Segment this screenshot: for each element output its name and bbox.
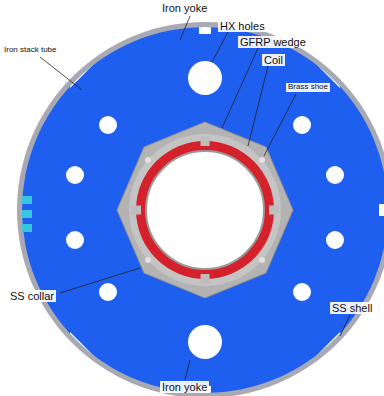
iron-yoke bbox=[22, 27, 384, 393]
hx-holes bbox=[66, 61, 344, 359]
part-label: Brass shoe bbox=[286, 83, 330, 92]
ss-shell bbox=[17, 22, 384, 396]
part-label: Iron yoke bbox=[160, 381, 209, 393]
part-label: HX holes bbox=[218, 20, 267, 32]
ss-collar bbox=[117, 122, 293, 298]
part-label: SS collar bbox=[8, 290, 56, 302]
leader-lines bbox=[40, 16, 350, 380]
coil bbox=[136, 141, 274, 279]
part-label: Coil bbox=[262, 54, 285, 66]
part-label: Iron yoke bbox=[160, 2, 209, 14]
part-label: Iron stack tube bbox=[2, 46, 58, 55]
side-keys bbox=[22, 196, 32, 232]
bore bbox=[146, 151, 264, 269]
part-label: GFRP wedge bbox=[238, 36, 308, 48]
part-label: SS shell bbox=[330, 302, 374, 314]
brass-shoes bbox=[145, 157, 265, 263]
yoke-notches bbox=[70, 26, 384, 394]
collar-inner bbox=[129, 134, 281, 286]
gfrp-wedges bbox=[131, 136, 279, 284]
